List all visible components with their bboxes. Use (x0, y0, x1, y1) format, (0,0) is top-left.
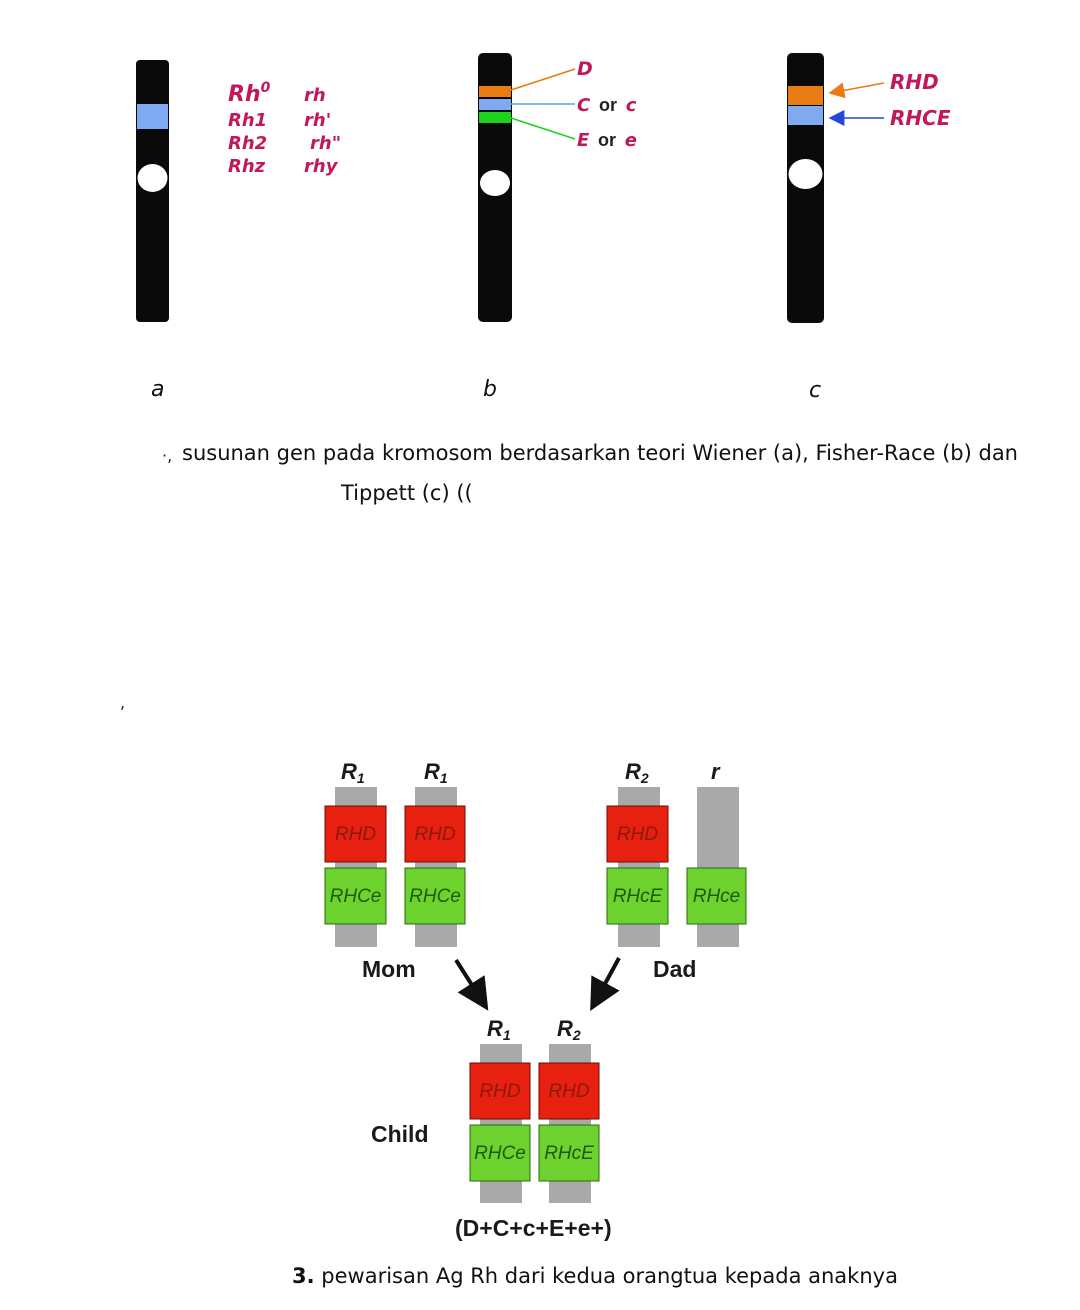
rh-locus-band (137, 104, 168, 129)
rhd-band (788, 86, 823, 105)
e-leader-line (510, 117, 576, 140)
haplotype-label: R1 (487, 1016, 511, 1043)
wiener-rhz: Rhz (228, 156, 266, 177)
rhce-box (469, 1124, 531, 1182)
mom-label: Mom (362, 956, 416, 982)
haplotype-label: R1 (341, 759, 365, 786)
rhce-label: RHCE (890, 106, 951, 130)
phenotype-label: (D+C+c+E+e+) (455, 1215, 612, 1241)
panel-letter-c: c (809, 378, 821, 403)
panel-a: Rh0 Rh1 Rh2 Rhz rh rh' rh" rhy a (136, 60, 341, 402)
gene-label: RHCe (474, 1143, 526, 1164)
wiener-rh: rh (304, 85, 326, 106)
panel-b: D C or c E or e b (478, 53, 637, 402)
child-chromosome-2: RHD RHcE R2 (538, 1016, 600, 1203)
c-band (479, 99, 511, 110)
wiener-rh1: Rh1 (228, 110, 267, 131)
wiener-rh2: Rh2 (228, 133, 267, 154)
rhd-box (538, 1062, 600, 1120)
gene-label: RHD (548, 1081, 589, 1102)
centromere-c (788, 159, 823, 189)
haplotype-label: R2 (557, 1016, 581, 1043)
caption1-fragment-mark: ·, (162, 446, 172, 465)
rhd-label: RHD (890, 70, 939, 94)
c-or-c-label: C or c (577, 95, 637, 116)
rhd-box (469, 1062, 531, 1120)
wiener-rhy: rhy (304, 156, 339, 177)
caption1-line2: Tippett (c) (( (341, 481, 473, 505)
rhce-box (538, 1124, 600, 1182)
rhd-box (324, 805, 387, 863)
caption2: 3. pewarisan Ag Rh dari kedua orangtua k… (292, 1264, 898, 1288)
dad-chromosome-1: RHD RHcE R2 (606, 759, 669, 947)
d-label: D (577, 58, 593, 80)
inheritance-diagram: RHD RHCe R1 RHD RHCe R1 RHD RHcE R2 (324, 759, 747, 1241)
caption2-text: pewarisan Ag Rh dari kedua orangtua kepa… (321, 1264, 898, 1288)
child-label: Child (371, 1121, 429, 1147)
rhd-box (606, 805, 669, 863)
e-or-e-label: E or e (577, 130, 637, 151)
gene-label: RHD (414, 824, 455, 845)
wiener-rh-double-prime: rh" (310, 133, 341, 154)
gene-label: RHcE (613, 886, 663, 907)
gene-label: RHD (617, 824, 658, 845)
haplotype-label: r (711, 759, 721, 784)
child-chromosome-1: RHD RHCe R1 (469, 1016, 531, 1203)
gene-label: RHD (335, 824, 376, 845)
haplotype-label: R1 (424, 759, 448, 786)
gene-label: RHCe (330, 886, 382, 907)
panel-c: RHD RHCE c (787, 53, 951, 403)
rhce-box (686, 867, 747, 925)
centromere-a (137, 164, 168, 192)
d-leader-line (510, 68, 576, 91)
centromere-b (480, 170, 510, 196)
gene-label: RHce (693, 886, 741, 907)
stray-mark: , (120, 693, 125, 712)
rhd-box (404, 805, 466, 863)
mom-chromosome-2: RHD RHCe R1 (404, 759, 466, 947)
gene-label: RHCe (409, 886, 461, 907)
wiener-rh0: Rh0 (228, 80, 271, 107)
dad-label: Dad (653, 956, 696, 982)
rhd-arrow (828, 82, 885, 99)
caption2-prefix: 3. (292, 1264, 315, 1288)
d-band (479, 86, 511, 97)
gene-label: RHD (479, 1081, 520, 1102)
dad-chromosome-2: RHce r (686, 759, 747, 947)
e-band (479, 112, 511, 123)
haplotype-label: R2 (625, 759, 649, 786)
panel-letter-b: b (483, 377, 497, 402)
mom-to-child-arrow (454, 958, 489, 1011)
caption1-line1: susunan gen pada kromosom berdasarkan te… (182, 441, 1018, 465)
rhce-band (788, 106, 823, 125)
rhce-box (404, 867, 466, 925)
rhce-box (606, 867, 669, 925)
wiener-rh-prime: rh' (304, 110, 331, 131)
dad-to-child-arrow (590, 957, 621, 1012)
gene-label: RHcE (544, 1143, 594, 1164)
panel-letter-a: a (151, 377, 164, 402)
rhce-box (324, 867, 387, 925)
mom-chromosome-1: RHD RHCe R1 (324, 759, 387, 947)
